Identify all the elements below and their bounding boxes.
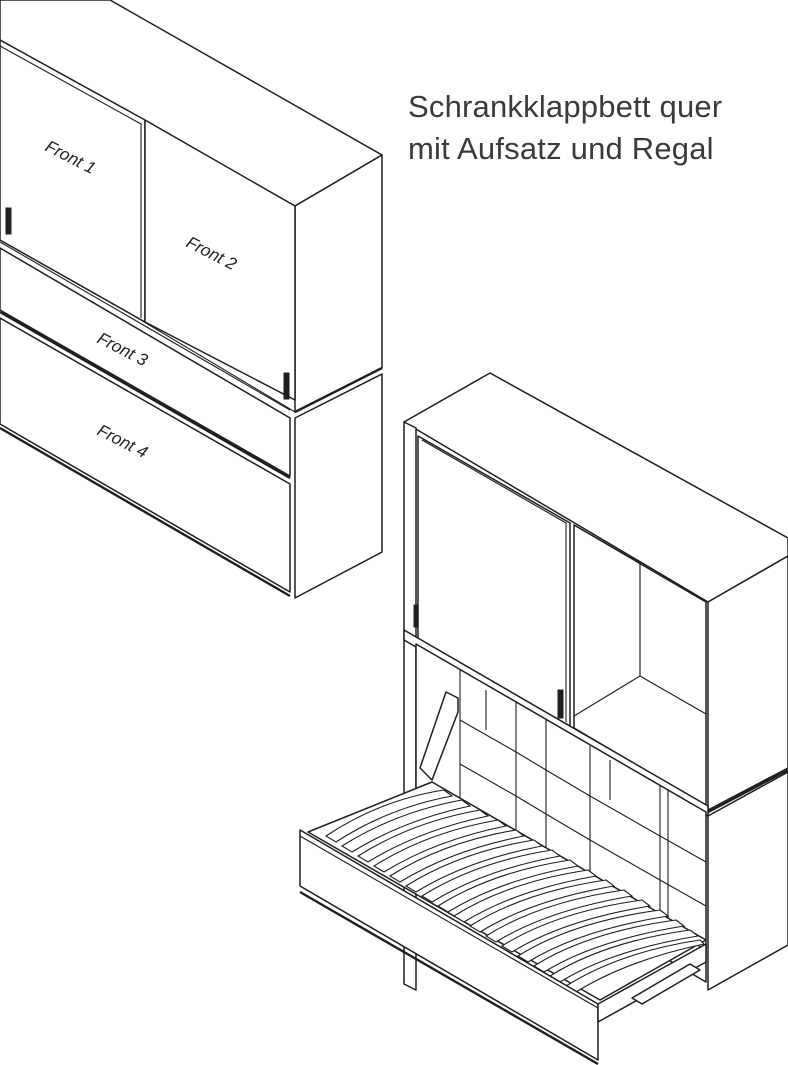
front-3-panel [0,247,291,477]
bed-slats [324,789,706,993]
sliding-door-left-pull [413,604,418,628]
front-4-panel [0,317,291,593]
open-cabinet-lower-side [707,771,788,991]
open-cabinet-upper-side [707,555,788,811]
title-line-2: mit Aufsatz und Regal [408,131,714,166]
front-2-panel [144,119,296,401]
open-cabinet-top [403,372,788,603]
closed-cabinet: Front 1 Front 2 Front 3 Front 4 [0,0,383,599]
front-1-handle [5,207,12,235]
bed-headboard [419,691,459,781]
bed-front-panel [299,829,599,1061]
bed-side-rail [597,943,707,1023]
title-line-1: Schrankklappbett quer [408,89,723,124]
sliding-door-handle [557,689,564,719]
closed-cabinet-lower-side [294,373,383,599]
diagram-title: Schrankklappbett quer mit Aufsatz und Re… [408,86,722,170]
front-2-handle [283,372,290,400]
bed-foot-bracket [631,963,701,1005]
open-cabinet-with-bed [299,372,788,1065]
